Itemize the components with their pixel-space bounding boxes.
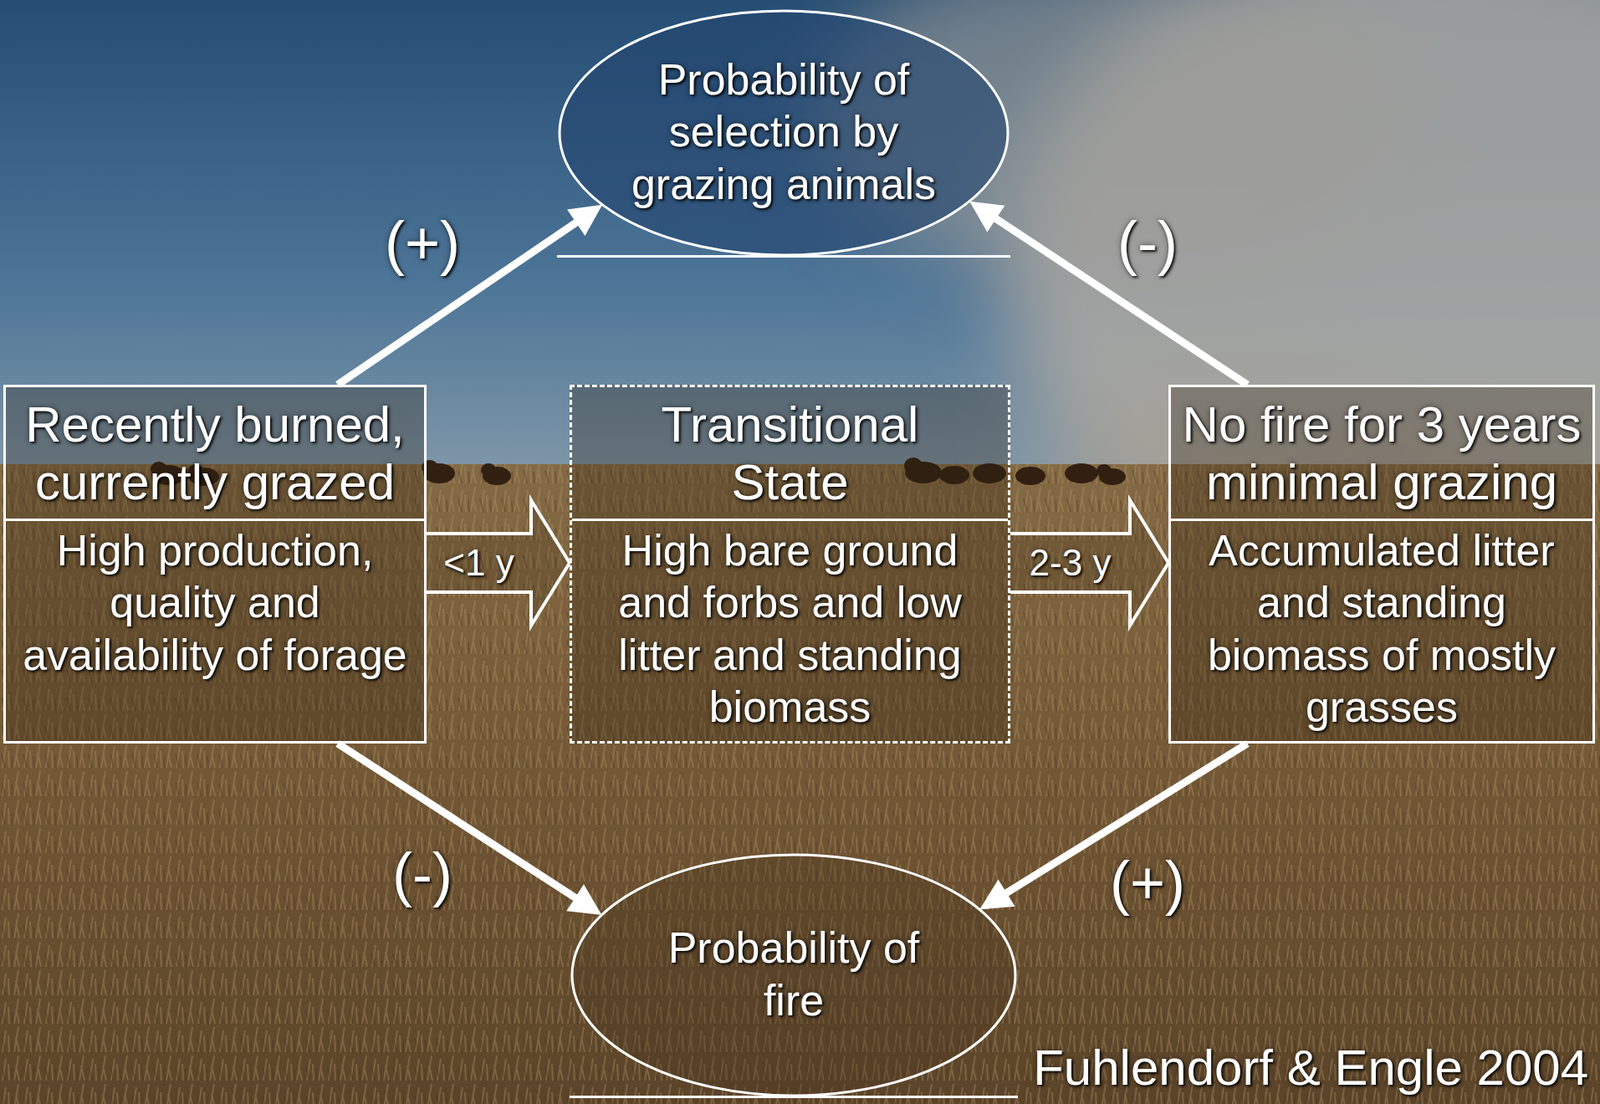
ellipse-shape — [572, 854, 1016, 1096]
box-heading-area: Probability of fire — [569, 852, 1018, 1099]
ellipse-shape — [559, 10, 1008, 256]
ellipse-text: Probability of fire — [651, 921, 936, 1027]
box-body-area: High production, quality and availabilit… — [5, 521, 425, 742]
arrow-head — [969, 201, 1005, 233]
box-heading-area: Transitional State — [572, 387, 1008, 522]
influence-arrow — [337, 743, 603, 916]
box-body-area: Accumulated litter and standing biomass … — [1170, 521, 1593, 742]
influence-arrow — [969, 201, 1248, 385]
box-heading: Transitional State — [631, 395, 950, 512]
edge-label: <1 y — [443, 544, 514, 582]
transition-arrow — [1010, 500, 1169, 626]
arrow-line — [337, 743, 580, 901]
ellipse-text: Probability of selection by grazing anim… — [624, 53, 943, 210]
box-heading: Recently burned, currently grazed — [10, 395, 420, 512]
edge-label: (-) — [392, 843, 453, 905]
transition-arrow — [426, 500, 570, 626]
box-heading: No fire for 3 years minimal grazing — [1175, 395, 1588, 512]
arrow-head — [979, 879, 1015, 910]
influence-arrow — [337, 204, 603, 385]
box-body: High bare ground and forbs and low litte… — [598, 524, 983, 734]
block-arrow-outline — [1010, 500, 1169, 626]
arrow-head — [566, 884, 602, 916]
state-box: Transitional StateHigh bare ground and f… — [569, 384, 1011, 744]
probability-ellipse: Probability of selection by grazing anim… — [557, 8, 1011, 258]
block-arrow-outline — [426, 500, 570, 626]
box-heading-area: Probability of selection by grazing anim… — [557, 8, 1011, 258]
probability-ellipse: Probability of fire — [569, 852, 1018, 1099]
arrow-head — [567, 204, 603, 236]
edge-label: 2-3 y — [1029, 544, 1112, 582]
ellipse-outline — [569, 852, 1018, 1099]
box-body-area: High bare ground and forbs and low litte… — [572, 521, 1008, 742]
edge-label: (-) — [1117, 212, 1178, 273]
box-heading-area: Recently burned, currently grazed — [5, 387, 425, 522]
citation: Fuhlendorf & Engle 2004 — [1032, 1040, 1589, 1096]
state-box: No fire for 3 years minimal grazingAccum… — [1168, 384, 1595, 744]
box-body: Accumulated litter and standing biomass … — [1185, 524, 1579, 734]
box-body: High production, quality and availabilit… — [18, 524, 412, 681]
state-box: Recently burned, currently grazedHigh pr… — [3, 384, 427, 744]
edge-label: (+) — [1109, 852, 1186, 913]
box-heading-area: No fire for 3 years minimal grazing — [1170, 387, 1593, 522]
edge-label: (+) — [384, 212, 461, 273]
